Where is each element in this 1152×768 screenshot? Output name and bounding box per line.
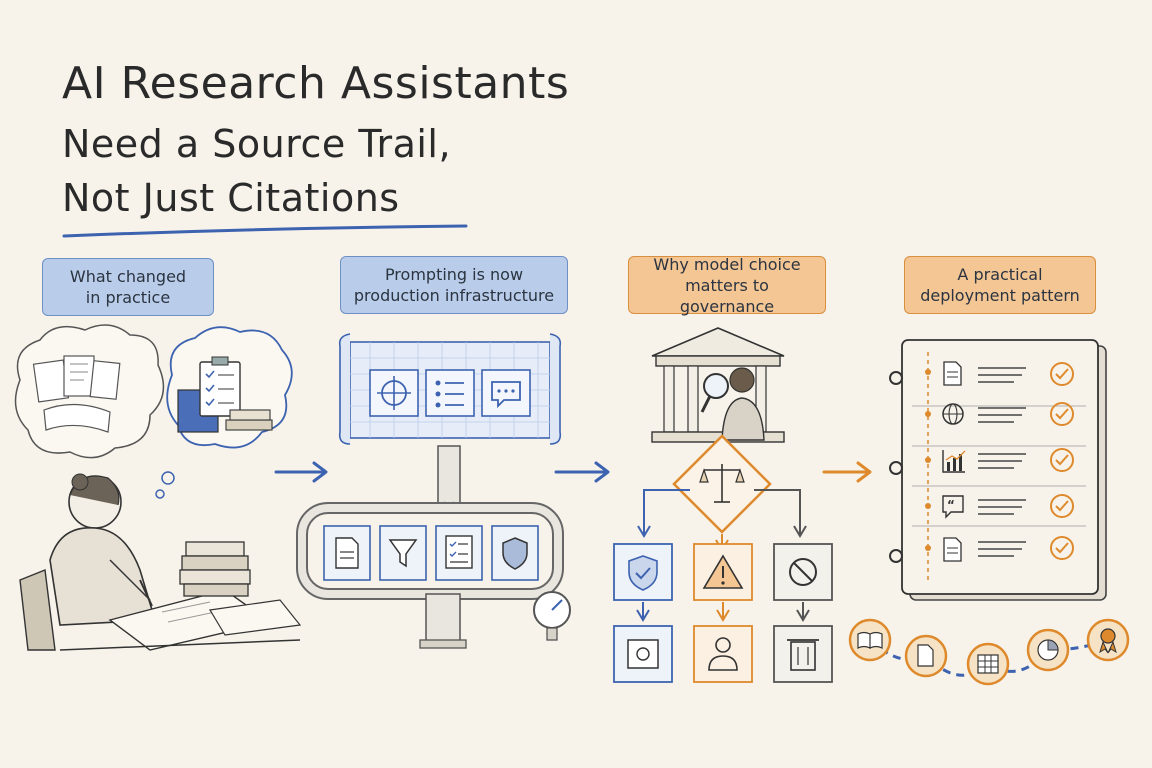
stage-label-deployment: A practical deployment pattern (904, 256, 1096, 314)
flow-arrow-1 (274, 461, 328, 483)
person-icon (693, 625, 753, 683)
stage-label-prompting: Prompting is now production infrastructu… (340, 256, 568, 314)
stage-label-text: Why model choice matters to governance (653, 254, 801, 316)
quote-icon: “ (925, 495, 964, 519)
blueprint-scroll-icon (338, 333, 562, 445)
researcher-writing-icon (19, 473, 301, 651)
title-underline (62, 224, 468, 238)
warning-icon (693, 543, 753, 601)
decision-down-arrows (636, 602, 810, 622)
check-circle-icon (1050, 402, 1074, 426)
vault-icon (613, 625, 673, 683)
check-circle-icon (1050, 494, 1074, 518)
scales-icon (672, 434, 772, 534)
chart-icon (925, 450, 966, 473)
target-icon (369, 369, 419, 417)
binder-icon: “ (889, 339, 1107, 601)
pipeline-icon (296, 445, 571, 649)
pressure-gauge-icon (533, 591, 571, 641)
chat-bubble-icon (481, 369, 531, 417)
stage-label-what-changed: What changed in practice (42, 258, 214, 316)
document-icon (925, 537, 962, 562)
document-icon (925, 361, 962, 386)
check-circle-icon (1050, 362, 1074, 386)
document-icon (323, 525, 371, 581)
shield-check-icon (613, 543, 673, 601)
shield-icon (491, 525, 539, 581)
award-ribbon-icon (1086, 618, 1130, 662)
filter-funnel-icon (379, 525, 427, 581)
title-line-3: Not Just Citations (62, 176, 400, 220)
check-circle-icon (1050, 536, 1074, 560)
stage-label-text: Prompting is now production infrastructu… (353, 265, 555, 305)
thought-bubble-checklist-icon (166, 326, 293, 449)
checklist-icon (435, 525, 483, 581)
title-line-1: AI Research Assistants (62, 58, 570, 109)
title-line-2: Need a Source Trail, (62, 122, 452, 166)
source-chain (848, 618, 1130, 686)
inspector-magnifier-icon (700, 367, 765, 441)
svg-text:“: “ (947, 498, 955, 512)
globe-icon (925, 403, 964, 425)
open-book-icon (848, 618, 892, 662)
stage-label-text: A practical deployment pattern (920, 265, 1080, 305)
table-icon (966, 642, 1010, 686)
flow-arrow-3 (822, 461, 872, 483)
flow-arrow-2 (554, 461, 610, 483)
stage-label-text: What changed in practice (69, 267, 187, 307)
check-circle-icon (1050, 448, 1074, 472)
list-icon (425, 369, 475, 417)
pie-chart-icon (1026, 628, 1070, 672)
books-stack-icon (179, 541, 302, 636)
stage-label-model-choice: Why model choice matters to governance (628, 254, 826, 316)
prohibited-icon (773, 543, 833, 601)
thought-bubble-documents-icon (14, 324, 175, 499)
document-icon (904, 634, 948, 678)
trash-icon (773, 625, 833, 683)
